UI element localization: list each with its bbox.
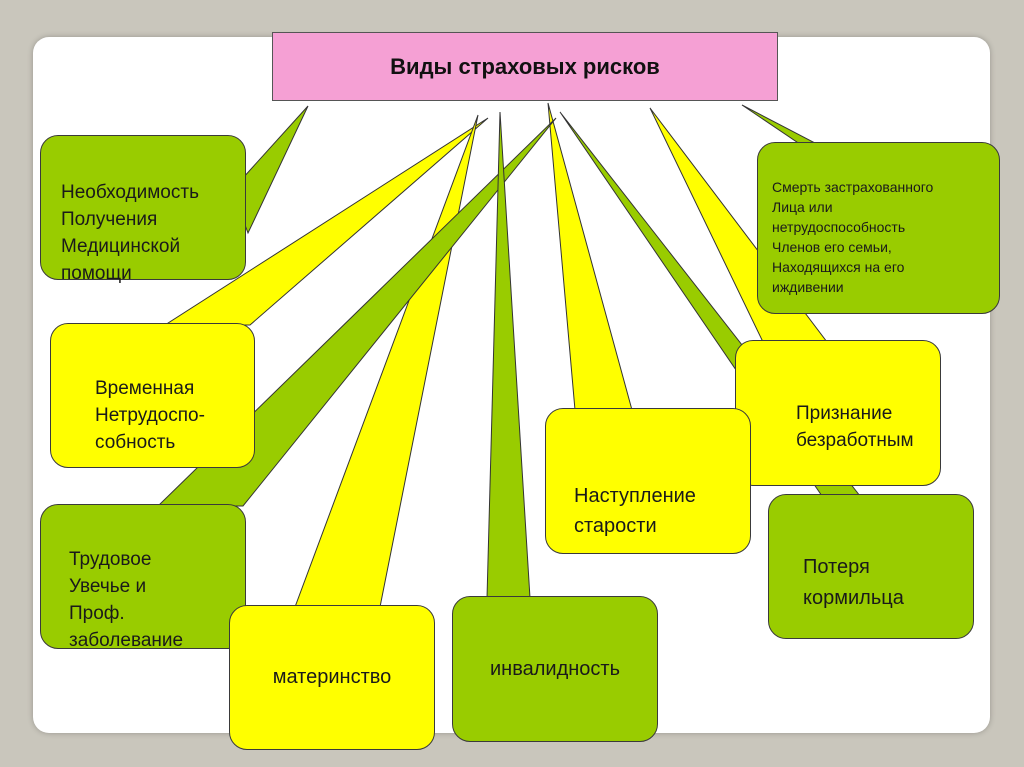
risk-label-injury: Трудовое Увечье и Проф. заболевание xyxy=(69,549,184,651)
risk-box-maternity: материнство xyxy=(229,605,435,750)
risk-label-disability: инвалидность xyxy=(490,657,620,680)
risk-box-breadwinner: Потеря кормильца xyxy=(768,494,974,639)
risk-box-survivor-condition: Смерть застрахованного Лица или нетрудос… xyxy=(757,142,1000,314)
risk-box-temporary-disability: Временная Нетрудоспо- собность xyxy=(50,323,255,468)
risk-box-injury: Трудовое Увечье и Проф. заболевание xyxy=(40,504,246,651)
risk-label-unemployed: Признание безработным xyxy=(796,403,914,451)
diagram-title: Виды страховых рисков xyxy=(272,32,778,101)
risk-label-medical: Необходимость Получения Медицинской помо… xyxy=(61,182,199,284)
risk-box-old-age: Наступление старости xyxy=(545,408,751,554)
risk-box-medical: Необходимость Получения Медицинской помо… xyxy=(40,135,246,284)
risk-label-breadwinner: Потеря кормильца xyxy=(803,556,904,609)
risk-box-disability: инвалидность xyxy=(452,596,658,742)
risk-label-old-age: Наступление старости xyxy=(574,485,696,537)
risk-box-unemployed: Признание безработным xyxy=(735,340,941,486)
risk-label-survivor-condition: Смерть застрахованного Лица или нетрудос… xyxy=(772,179,934,295)
ray-old-age xyxy=(547,102,633,411)
risk-label-temporary-disability: Временная Нетрудоспо- собность xyxy=(95,378,205,453)
risk-label-maternity: материнство xyxy=(272,666,392,688)
